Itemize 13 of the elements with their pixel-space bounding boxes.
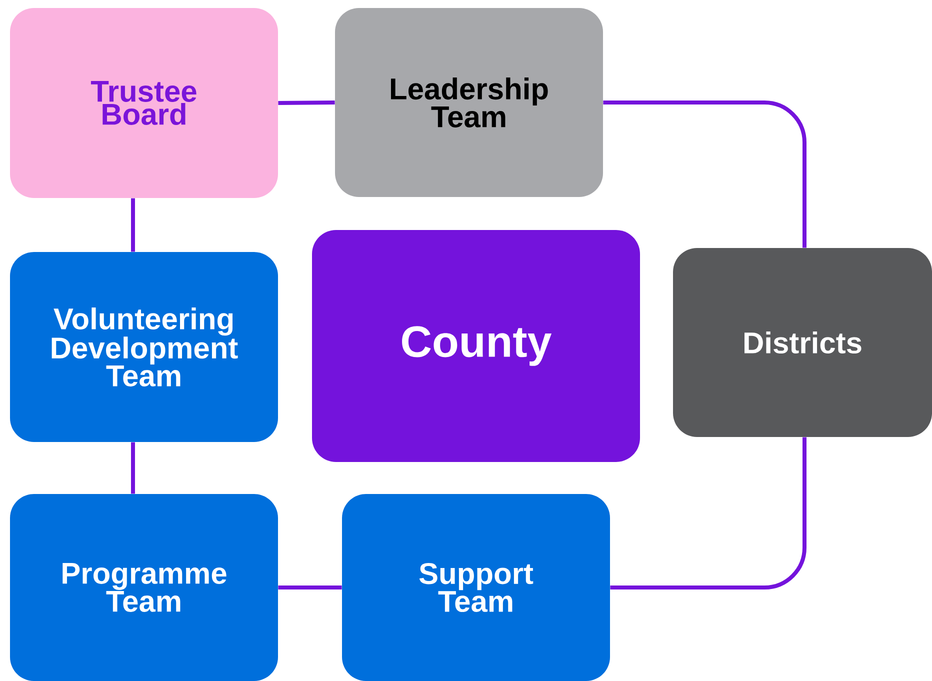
team-box: Volunteering Development Team [10,252,278,442]
districts-box: Districts [673,248,932,437]
connector-line [131,198,135,252]
connector-line [278,100,335,105]
connector-line [131,442,135,494]
team-box: Programme Team [10,494,278,681]
team-box: Support Team [342,494,610,681]
board-box: Trustee Board [10,8,278,198]
connector-line [610,437,806,590]
connector-line [278,586,342,590]
team-box: Leadership Team [335,8,603,197]
connector-line [603,100,806,248]
center-box: County [312,230,640,462]
